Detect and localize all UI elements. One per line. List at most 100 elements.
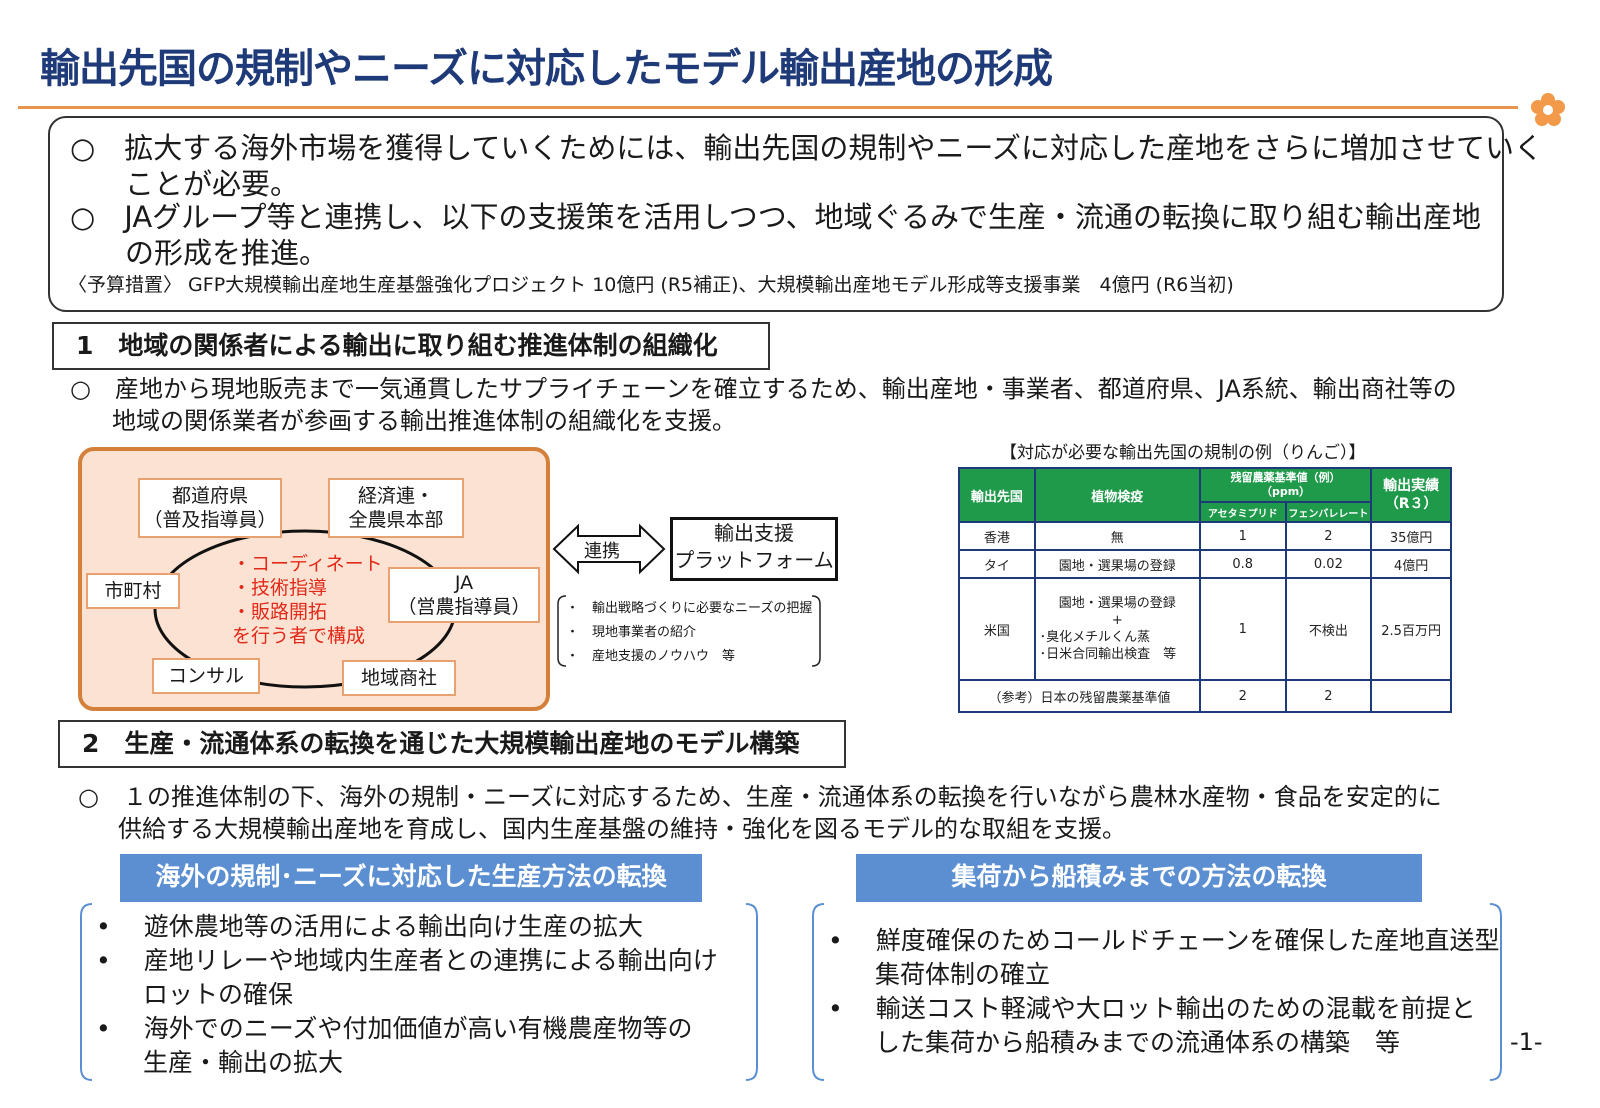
platform-label: 輸出支援 [714,521,794,545]
col-header-country: 輸出先国 [958,467,1036,523]
cell-fenpyroximate: 0.02 [1284,549,1373,579]
cell-exports: 4億円 [1370,549,1452,579]
table-title: 【対応が必要な輸出先国の規制の例（りんご）】 [1000,443,1366,463]
bullet-text-cont: した集荷から船積みまでの流通体系の構築 等 [875,1028,1401,1057]
node-municipality: 市町村 [86,573,180,609]
cell-acetamiprid: 1 [1198,521,1287,551]
cell-fenpyroximate: 不検出 [1284,577,1373,681]
double-arrow-icon [552,523,666,575]
title-divider [18,106,1518,109]
cell-exports: 2.5百万円 [1370,577,1452,681]
left-panel-heading: 海外の規制･ニーズに対応した生産方法の転換 [120,854,702,902]
page-number: -1- [1510,1028,1543,1056]
col-header-fenpyroximate: フェンバレレート [1284,501,1373,523]
platform-label-2: プラットフォーム [674,548,834,572]
cell-inspection: 園地・選果場の登録 + ･臭化メチルくん蒸 ･日米合同輸出検査 等 [1033,577,1201,681]
bullet-text: 産地リレーや地域内生産者との連携による輸出向け [143,946,718,975]
list-item: • 海外でのニーズや付加価値が高い有機農産物等の [96,1014,693,1043]
node-zennoh: 経済連・ 全農県本部 [328,478,464,538]
bullet-text-cont: 集荷体制の確立 [875,960,1051,989]
col-header-residue-label: 残留農薬基準値（例） [1230,471,1341,484]
cell-inspection: 無 [1033,521,1201,551]
bullet-text-cont: ロットの確保 [143,980,294,1009]
col-header-inspection: 植物検疫 [1033,467,1201,523]
table-row: （参考）日本の残留農薬基準値 2 2 [958,679,1452,713]
bullet-text: 海外でのニーズや付加価値が高い有機農産物等の [143,1014,693,1043]
cell-inspection-line: ･日米合同輸出検査 等 [1039,647,1177,662]
platform-item: ・ 現地事業者の紹介 [566,625,697,640]
platform-item: ・ 産地支援のノウハウ 等 [566,649,736,664]
bullet-text: 輸送コスト軽減や大ロット輸出のための混載を前提と [875,994,1476,1023]
role-item: ・販路開拓 [232,601,328,623]
cell-inspection-line: ･臭化メチルくん蒸 [1039,630,1151,645]
col-header-exports-label: 輸出実績 [1383,478,1440,494]
role-item: ・技術指導 [232,577,328,599]
role-item: ・コーディネート [232,553,383,575]
col-header-acetamiprid: アセタミプリド [1198,501,1287,523]
node-trader-label: 地域商社 [360,667,437,689]
cell-country: 米国 [958,577,1036,681]
cell-fenpyroximate: 2 [1284,521,1373,551]
list-item: • 鮮度確保のためコールドチェーンを確保した産地直送型 [828,926,1500,955]
cell-inspection: 園地・選果場の登録 [1033,549,1201,579]
node-prefecture-label: 都道府県 [171,485,248,507]
bullet-text-cont: 生産・輸出の拡大 [143,1048,344,1077]
node-ja: JA （営農指導員） [388,567,540,623]
cell-inspection-line: 園地・選果場の登録 [1058,596,1176,611]
cell-acetamiprid: 0.8 [1198,549,1287,579]
intro-line-3: ○ JAグループ等と連携し、以下の支援策を活用しつつ、地域ぐるみで生産・流通の転… [70,200,1481,234]
left-panel-bracket [80,903,758,1081]
col-header-residue: 残留農薬基準値（例） （ppm） [1198,467,1373,503]
node-zennoh-sub: 全農県本部 [348,509,444,531]
intro-line-2: ことが必要。 [125,167,300,201]
right-panel-heading: 集荷から船積みまでの方法の転換 [856,854,1422,902]
platform-item-list: ・ 輸出戦略づくりに必要なニーズの把握 ・ 現地事業者の紹介 ・ 産地支援のノウ… [566,597,812,669]
regulation-table: 輸出先国 植物検疫 残留農薬基準値（例） （ppm） 輸出実績 （R３） アセタ… [958,467,1452,713]
node-zennoh-label: 経済連・ [357,485,434,507]
bullet-text: 遊休農地等の活用による輸出向け生産の拡大 [143,912,643,941]
col-header-exports: 輸出実績 （R３） [1370,467,1452,523]
col-header-exports-year: （R３） [1384,496,1438,512]
bullet-text: 鮮度確保のためコールドチェーンを確保した産地直送型 [875,926,1500,955]
left-panel-bullets: • 遊休農地等の活用による輸出向け生産の拡大 • 産地リレーや地域内生産者との連… [96,910,718,1080]
role-list: ・コーディネート ・技術指導 ・販路開拓 を行う者で構成 [232,552,383,648]
intro-box [48,116,1504,312]
col-header-residue-unit: （ppm） [1260,485,1311,498]
intro-line-1: ○ 拡大する海外市場を獲得していくためには、輸出先国の規制やニーズに対応した産地… [70,131,1543,165]
node-consultant-label: コンサル [167,665,244,687]
cell-acetamiprid: 2 [1198,679,1287,713]
cell-fenpyroximate: 2 [1284,679,1373,713]
cell-reference-label: （参考）日本の残留農薬基準値 [958,679,1201,713]
section1-line-2: 地域の関係業者が参画する輸出推進体制の組織化を支援。 [112,407,736,435]
right-panel-bracket [812,903,1502,1081]
flower-logo-icon [1531,93,1565,126]
section2-line-2: 供給する大規模輸出産地を育成し、国内生産基盤の維持・強化を図るモデル的な取組を支… [118,815,1126,843]
role-item: を行う者で構成 [232,625,366,647]
page-title: 輸出先国の規制やニーズに対応したモデル輸出産地の形成 [40,46,1053,92]
node-prefecture: 都道府県 （普及指導員） [138,478,282,538]
bracket-frame [557,595,821,667]
cell-country: 香港 [958,521,1036,551]
section2-line-1: ○ １の推進体制の下、海外の規制・ニーズに対応するため、生産・流通体系の転換を行… [78,783,1442,811]
node-municipality-label: 市町村 [104,580,162,602]
section1-line-1: ○ 産地から現地販売まで一気通貫したサプライチェーンを確立するため、輸出産地・事… [70,375,1457,403]
list-item: • 産地リレーや地域内生産者との連携による輸出向け [96,946,718,975]
link-label: 連携 [584,541,620,562]
intro-line-4: の形成を推進。 [125,236,329,270]
right-panel-bullets: • 鮮度確保のためコールドチェーンを確保した産地直送型 集荷体制の確立 • 輸送… [828,924,1499,1060]
table-row: 米国 園地・選果場の登録 + ･臭化メチルくん蒸 ･日米合同輸出検査 等 1 不… [958,577,1452,681]
cell-exports: 35億円 [1370,521,1452,551]
table-row: タイ 園地・選果場の登録 0.8 0.02 4億円 [958,549,1452,579]
node-prefecture-sub: （普及指導員） [143,509,277,531]
node-ja-label: JA [454,572,474,594]
section2-heading: 2 生産・流通体系の転換を通じた大規模輸出産地のモデル構築 [58,720,846,768]
platform-box: 輸出支援 プラットフォーム [670,517,838,581]
list-item: • 遊休農地等の活用による輸出向け生産の拡大 [96,912,643,941]
node-ja-sub: （営農指導員） [397,596,531,618]
table-row: 香港 無 1 2 35億円 [958,521,1452,551]
cell-acetamiprid: 1 [1198,577,1287,681]
budget-note: 〈予算措置〉 GFP大規模輸出産地生産基盤強化プロジェクト 10億円 (R5補正… [68,274,1234,296]
platform-item: ・ 輸出戦略づくりに必要なニーズの把握 [566,601,813,616]
node-consultant: コンサル [152,658,260,694]
cell-country: タイ [958,549,1036,579]
